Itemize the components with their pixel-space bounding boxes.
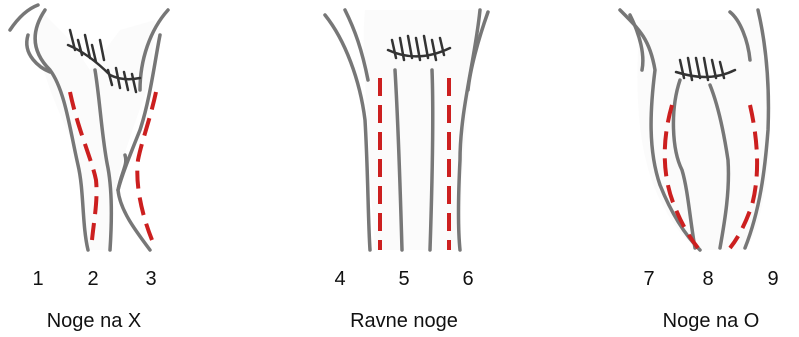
x-legs-illustration (0, 0, 230, 255)
leg-number-3: 3 (145, 268, 156, 291)
guide-line-3 (137, 92, 156, 240)
caption-o-legs: Noge na O (663, 310, 760, 333)
leg-number-4: 4 (334, 268, 345, 291)
leg-number-8: 8 (702, 268, 713, 291)
leg-number-7: 7 (643, 268, 654, 291)
leg-number-2: 2 (87, 268, 98, 291)
straight-legs-illustration (300, 0, 520, 255)
leg-number-5: 5 (398, 268, 409, 291)
caption-straight-legs: Ravne noge (350, 310, 458, 333)
leg-number-1: 1 (32, 268, 43, 291)
leg-number-9: 9 (767, 268, 778, 291)
o-legs-illustration (580, 0, 799, 255)
leg-number-6: 6 (462, 268, 473, 291)
caption-x-legs: Noge na X (47, 310, 142, 333)
